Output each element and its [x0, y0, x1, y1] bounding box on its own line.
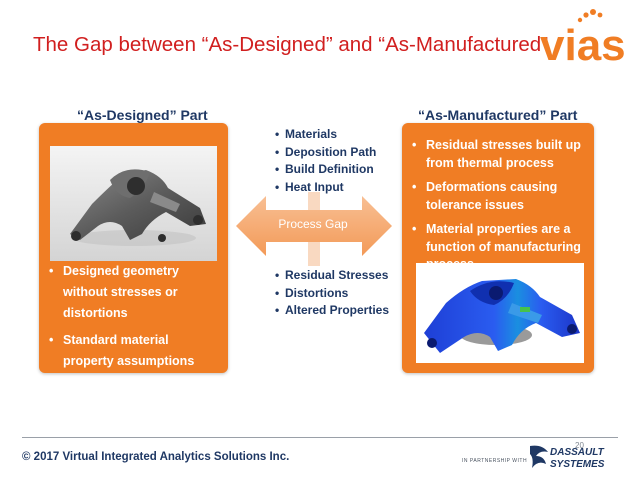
bracket-cad-render-icon: [50, 146, 217, 261]
process-gap-arrow: [236, 192, 392, 266]
vias-logo: vias: [540, 9, 626, 66]
dassault-systemes-logo: DASSAULT SYSTEMES: [530, 445, 605, 470]
bullet-deformations: Deformations causing tolerance issues: [410, 179, 590, 214]
as-manufactured-heading: “As-Manufactured” Part: [418, 107, 578, 123]
bullet-standard-material: Standard material property assumptions: [47, 330, 223, 372]
bracket-stress-contour-icon: [416, 263, 584, 363]
bullet-residual-stresses: Residual stresses built up from thermal …: [410, 137, 590, 172]
slide-title: The Gap between “As-Designed” and “As-Ma…: [33, 33, 549, 56]
logo-text: vias: [540, 21, 626, 66]
output-altered-properties: Altered Properties: [275, 302, 389, 320]
page-number: 20: [575, 441, 584, 450]
process-gap-label: Process Gap: [278, 217, 348, 231]
footer-divider: [22, 437, 618, 438]
as-designed-heading: “As-Designed” Part: [77, 107, 208, 123]
copyright-text: © 2017 Virtual Integrated Analytics Solu…: [22, 451, 290, 463]
as-manufactured-bullets: Residual stresses built up from thermal …: [410, 137, 590, 274]
output-residual-stresses: Residual Stresses: [275, 267, 389, 285]
as-designed-panel: Designed geometry without stresses or di…: [39, 123, 228, 373]
input-materials: Materials: [275, 126, 376, 144]
as-manufactured-panel: Residual stresses built up from thermal …: [402, 123, 594, 373]
partner-line-2: SYSTEMES: [550, 459, 605, 470]
output-distortions: Distortions: [275, 285, 389, 303]
process-outputs-list: Residual Stresses Distortions Altered Pr…: [275, 267, 389, 320]
as-designed-bullets: Designed geometry without stresses or di…: [47, 261, 223, 372]
process-inputs-list: Materials Deposition Path Build Definiti…: [275, 126, 376, 196]
partner-line-1: DASSAULT: [550, 447, 605, 458]
input-deposition-path: Deposition Path: [275, 144, 376, 162]
input-heat-input: Heat Input: [275, 179, 376, 197]
input-build-definition: Build Definition: [275, 161, 376, 179]
bullet-designed-geometry: Designed geometry without stresses or di…: [47, 261, 223, 324]
partnership-label: IN PARTNERSHIP WITH: [462, 458, 528, 464]
